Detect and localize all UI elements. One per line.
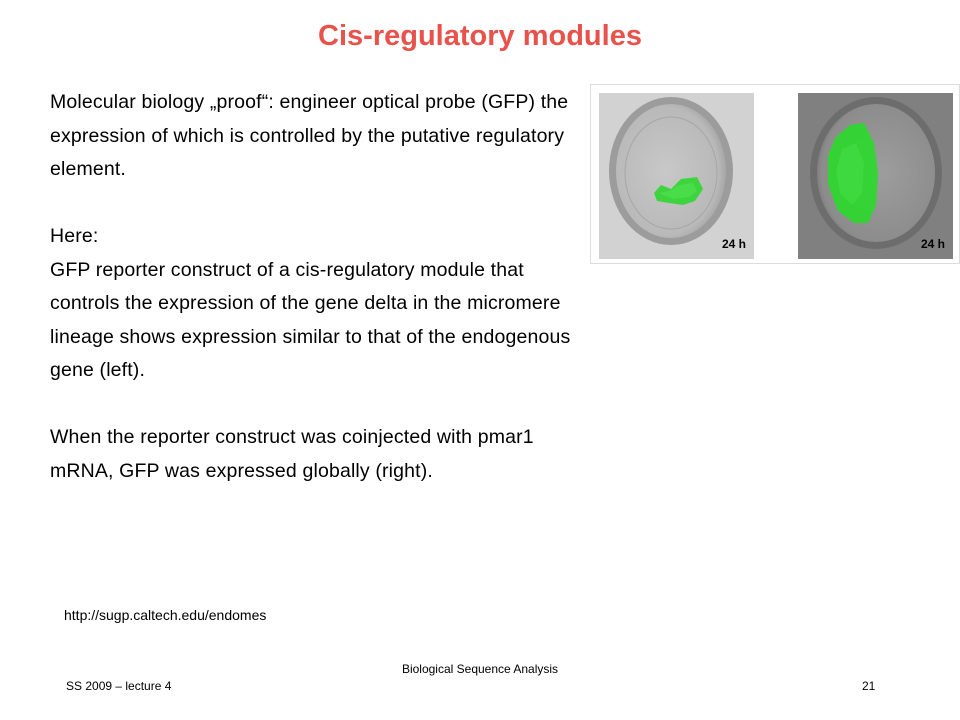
time-label-right: 24 h [920, 237, 945, 251]
paragraph-proof: Molecular biology „proof“: engineer opti… [50, 91, 569, 180]
time-label-left: 24 h [721, 237, 746, 251]
source-url-link[interactable]: http://sugp.caltech.edu/endomes [64, 607, 267, 623]
paragraph-here: Here: [50, 225, 99, 247]
footer-page-number: 21 [862, 679, 876, 693]
embryo-figure: 24 h 24 h [590, 84, 960, 264]
paragraph-coinjection: When the reporter construct was coinject… [50, 426, 534, 482]
embryo-image-right: 24 h [798, 93, 953, 259]
footer-lecture: SS 2009 – lecture 4 [66, 679, 172, 693]
paragraph-reporter: GFP reporter construct of a cis-regulato… [50, 258, 571, 382]
slide-title: Cis-regulatory modules [318, 20, 642, 52]
footer-course-title: Biological Sequence Analysis [401, 662, 559, 676]
embryo-image-left: 24 h [599, 93, 754, 259]
slide-body: Molecular biology „proof“: engineer opti… [50, 86, 590, 488]
